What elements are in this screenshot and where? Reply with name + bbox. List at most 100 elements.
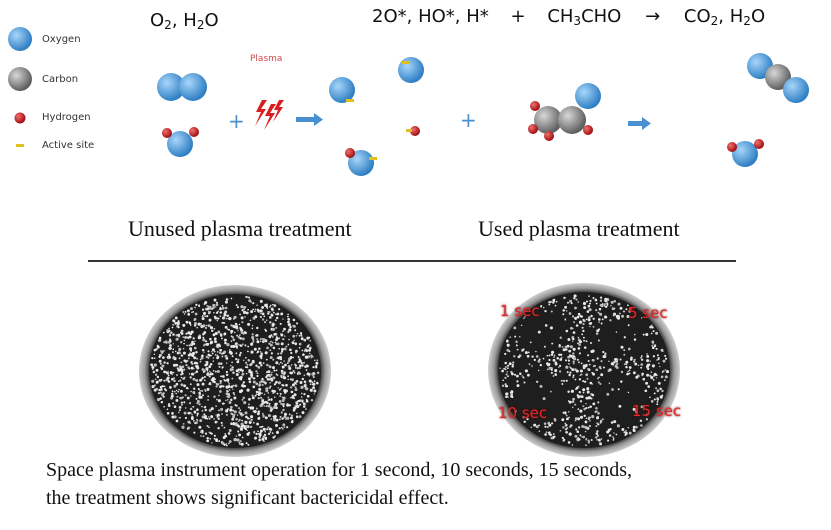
colony-dot: [285, 383, 288, 387]
colony-dot: [213, 337, 217, 341]
colony-dot: [516, 384, 520, 388]
colony-dot: [201, 389, 204, 392]
colony-dot: [297, 356, 300, 358]
colony-dot: [522, 348, 525, 351]
colony-dot: [652, 330, 655, 333]
colony-dot: [664, 354, 667, 357]
colony-dot: [633, 360, 636, 363]
colony-dot: [218, 440, 221, 443]
colony-dot: [565, 309, 568, 312]
colony-dot: [290, 364, 293, 366]
colony-dot: [237, 335, 241, 339]
colony-dot: [550, 310, 553, 313]
colony-dot: [286, 403, 289, 405]
colony-dot: [599, 382, 602, 385]
colony-dot: [298, 334, 301, 337]
colony-dot: [244, 331, 247, 335]
colony-dot: [641, 374, 644, 377]
colony-dot: [254, 394, 257, 397]
colony-dot: [289, 325, 292, 329]
colony-dot: [542, 397, 546, 401]
colony-dot: [580, 373, 583, 376]
colony-dot: [598, 321, 600, 323]
colony-dot: [247, 322, 251, 326]
colony-dot: [206, 418, 209, 420]
colony-dot: [230, 405, 233, 409]
colony-dot: [501, 384, 505, 387]
colony-dot: [205, 367, 209, 371]
colony-dot: [275, 337, 279, 340]
colony-dot: [589, 405, 592, 409]
colony-dot: [274, 319, 277, 322]
colony-dot: [655, 387, 657, 389]
colony-dot: [287, 317, 291, 321]
colony-dot: [184, 310, 187, 313]
colony-dot: [597, 311, 600, 314]
colony-dot: [256, 383, 259, 386]
colony-dot: [311, 381, 314, 384]
colony-dot: [511, 372, 514, 376]
colony-dot: [645, 418, 649, 421]
colony-dot: [217, 310, 219, 313]
colony-dot: [281, 350, 284, 353]
colony-dot: [272, 358, 275, 361]
colony-dot: [596, 430, 599, 433]
colony-dot: [304, 355, 308, 359]
colony-dot: [248, 299, 252, 303]
colony-dot: [557, 366, 560, 368]
colony-dot: [238, 376, 242, 380]
colony-dot: [235, 344, 238, 348]
colony-dot: [165, 379, 168, 382]
colony-dot: [641, 317, 643, 319]
colony-dot: [574, 419, 577, 422]
colony-dot: [627, 426, 629, 429]
colony-dot: [504, 352, 507, 355]
colony-dot: [283, 371, 286, 374]
colony-dot: [172, 343, 175, 345]
colony-dot: [193, 411, 197, 414]
colony-dot: [201, 368, 205, 371]
colony-dot: [573, 321, 576, 324]
colony-dot: [569, 326, 573, 330]
colony-dot: [262, 362, 265, 364]
colony-dot: [186, 359, 189, 362]
colony-dot: [575, 369, 579, 373]
colony-dot: [217, 330, 221, 334]
colony-dot: [287, 323, 291, 327]
colony-dot: [166, 376, 170, 380]
colony-dot: [625, 363, 628, 366]
colony-dot: [572, 376, 575, 379]
colony-dot: [633, 338, 637, 341]
colony-dot: [238, 441, 240, 444]
colony-dot: [268, 365, 272, 369]
colony-dot: [537, 369, 540, 372]
colony-dot: [554, 304, 557, 307]
colony-dot: [260, 380, 263, 383]
colony-dot: [626, 314, 630, 319]
colony-dot: [281, 383, 284, 387]
colony-dot: [635, 375, 639, 379]
colony-dot: [196, 414, 199, 417]
colony-dot: [281, 417, 284, 420]
colony-dot: [236, 373, 238, 376]
colony-dot: [241, 337, 245, 341]
colony-dot: [183, 313, 186, 315]
colony-dot: [271, 336, 274, 338]
colony-dot: [569, 345, 573, 349]
colony-dot: [271, 323, 275, 327]
colony-dot: [155, 387, 158, 391]
colony-dot: [270, 343, 273, 347]
colony-dot: [221, 355, 224, 358]
colony-dot: [304, 405, 306, 408]
colony-dot: [206, 387, 210, 391]
colony-dot: [232, 338, 236, 342]
plus-sign: +: [510, 6, 526, 27]
colony-dot: [199, 419, 203, 423]
colony-dot: [233, 438, 237, 442]
colony-dot: [561, 383, 564, 385]
colony-dot: [175, 363, 179, 367]
colony-dot: [562, 411, 565, 414]
colony-dot: [599, 303, 603, 307]
colony-dot: [236, 360, 240, 364]
colony-dot: [587, 396, 591, 400]
